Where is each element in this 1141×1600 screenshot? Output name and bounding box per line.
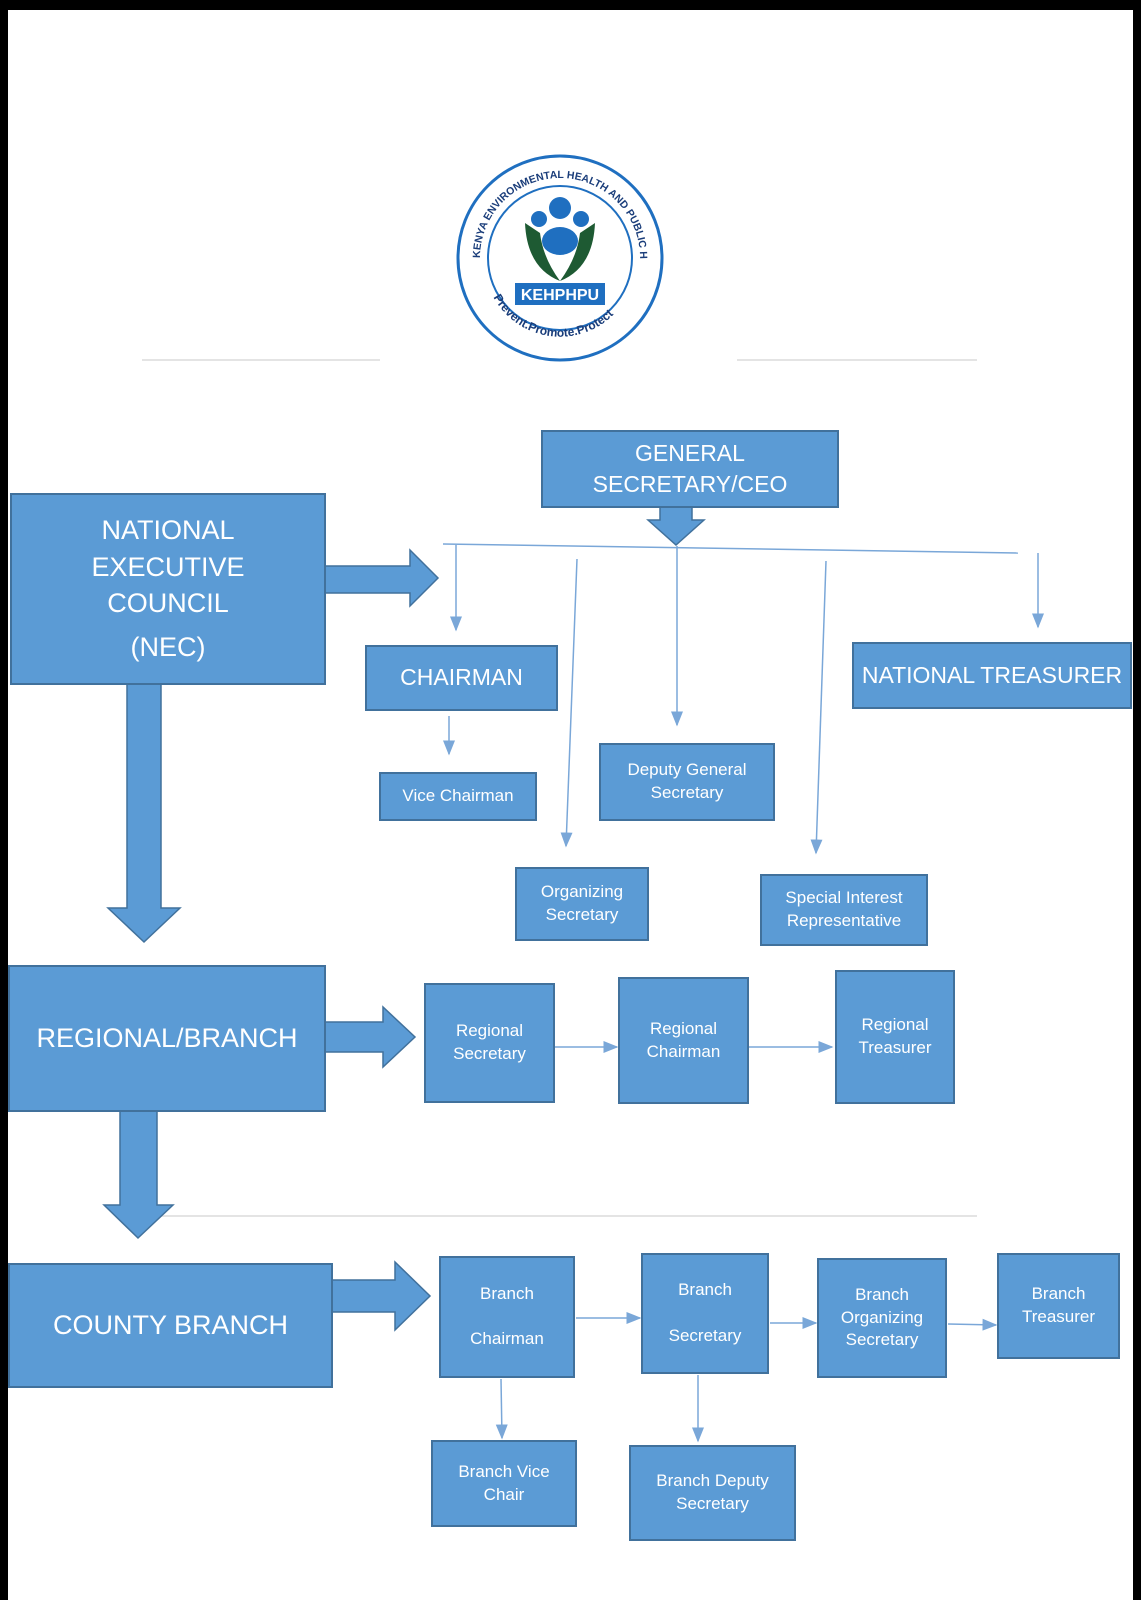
connector-arrow [810, 560, 827, 855]
branch-organizing-secretary-box: Branch Organizing Secretary [817, 1258, 947, 1378]
connector-arrow [947, 1318, 998, 1331]
branch-secretary-box: Branch Secretary [641, 1253, 769, 1374]
branch-vice-chair-box: Branch Vice Chair [431, 1440, 577, 1527]
connector-arrow [560, 558, 578, 848]
regional-secretary-box: Regional Secretary [424, 983, 555, 1103]
deputy-general-secretary-box: Deputy General Secretary [599, 743, 775, 821]
branch-chairman-box: Branch Chairman [439, 1256, 575, 1378]
kehphpu-logo: KENYA ENVIRONMENTAL HEALTH AND PUBLIC HE… [455, 153, 664, 362]
general-secretary-box: GENERAL SECRETARY/CEO [541, 430, 839, 508]
block-arrow-right [319, 548, 440, 608]
frame-border-right [1133, 0, 1141, 1600]
block-arrow-right [319, 1005, 417, 1069]
chairman-box: CHAIRMAN [365, 645, 558, 711]
nec-label: NATIONAL EXECUTIVE COUNCIL [91, 515, 245, 618]
block-arrow-down [106, 670, 182, 944]
branch-deputy-secretary-box: Branch Deputy Secretary [629, 1445, 796, 1541]
connector-line [442, 543, 1019, 554]
svg-text:KEHPHPU: KEHPHPU [521, 287, 599, 304]
frame-border-top [0, 0, 1141, 10]
regional-chairman-box: Regional Chairman [618, 977, 749, 1104]
block-arrow-right [326, 1260, 432, 1332]
nec-abbr: (NEC) [130, 632, 206, 663]
special-interest-box: Special Interest Representative [760, 874, 928, 946]
nec-box: NATIONAL EXECUTIVE COUNCIL (NEC) [10, 493, 326, 685]
organizing-secretary-box: Organizing Secretary [515, 867, 649, 941]
branch-treasurer-box: Branch Treasurer [997, 1253, 1120, 1359]
regional-treasurer-box: Regional Treasurer [835, 970, 955, 1104]
regional-branch-box: REGIONAL/BRANCH [8, 965, 326, 1112]
frame-border-left [0, 0, 8, 1600]
national-treasurer-box: NATIONAL TREASURER [852, 642, 1132, 709]
county-branch-box: COUNTY BRANCH [8, 1263, 333, 1388]
connector-arrow [495, 1378, 508, 1440]
vice-chairman-box: Vice Chairman [379, 772, 537, 821]
